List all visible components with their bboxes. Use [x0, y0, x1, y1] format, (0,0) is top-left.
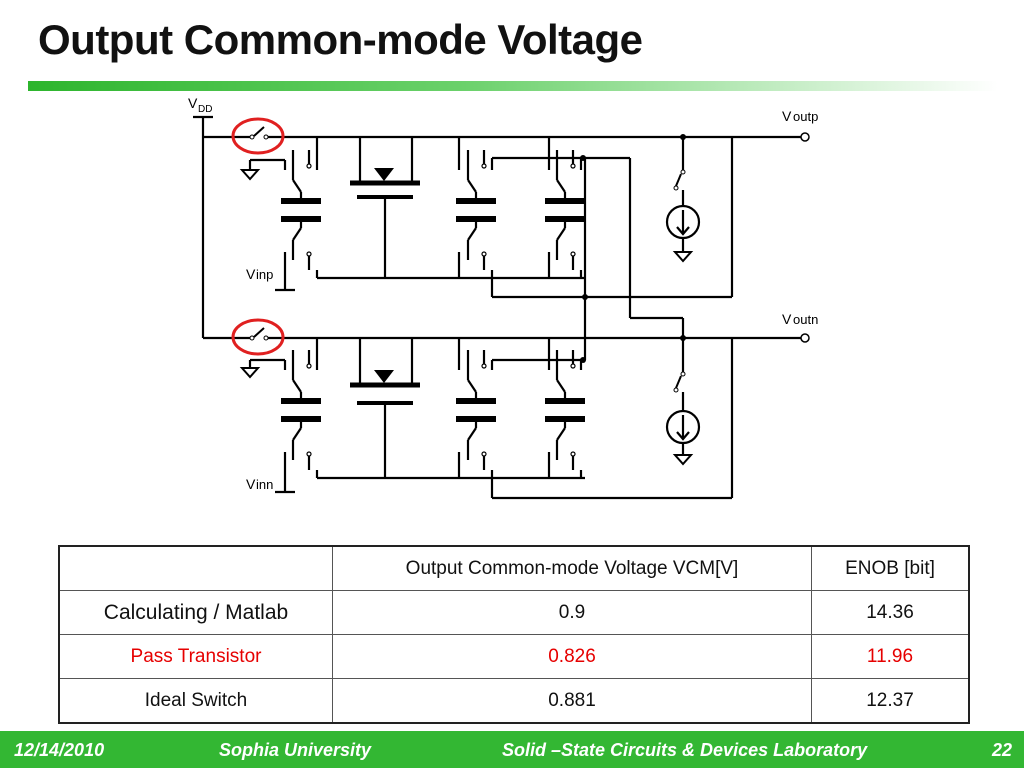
- row-label: Calculating / Matlab: [58, 590, 333, 635]
- voutp-label: V outp: [782, 108, 818, 124]
- vcm-value: 0.881: [332, 678, 812, 724]
- svg-text:inp: inp: [256, 267, 273, 282]
- table-header-row: Output Common-mode Voltage VCM[V] ENOB […: [58, 545, 970, 591]
- svg-text:V: V: [246, 476, 256, 492]
- table-header-vcm: Output Common-mode Voltage VCM[V]: [332, 545, 812, 591]
- svg-text:V: V: [246, 266, 256, 282]
- voutn-label: V outn: [782, 311, 818, 327]
- circuit-schematic: V DD V outp V inp: [188, 95, 818, 500]
- enob-value: 11.96: [811, 634, 970, 679]
- svg-text:inn: inn: [256, 477, 273, 492]
- vinp-label: V inp: [246, 266, 273, 282]
- svg-text:V: V: [188, 95, 198, 111]
- footer-page-number: 22: [992, 740, 1013, 760]
- svg-text:V: V: [782, 311, 792, 327]
- top-half-circuit: V outp V inp: [203, 108, 818, 338]
- table-header-empty: [58, 545, 333, 591]
- footer-date: 12/14/2010: [14, 740, 105, 760]
- footer-university: Sophia University: [219, 740, 372, 760]
- svg-text:outp: outp: [793, 109, 818, 124]
- row-label: Pass Transistor: [58, 634, 333, 679]
- svg-text:DD: DD: [198, 104, 212, 115]
- row-label: Ideal Switch: [58, 678, 333, 724]
- footer-lab: Solid –State Circuits & Devices Laborato…: [502, 740, 868, 760]
- highlight-circle-bottom: [231, 318, 285, 356]
- enob-value: 14.36: [811, 590, 970, 635]
- table-header-enob: ENOB [bit]: [811, 545, 970, 591]
- svg-text:V: V: [782, 108, 792, 124]
- title-underline: [28, 81, 998, 91]
- vcm-value: 0.9: [332, 590, 812, 635]
- vcm-value: 0.826: [332, 634, 812, 679]
- vdd-label: V DD: [188, 95, 212, 115]
- results-table: Output Common-mode Voltage VCM[V] ENOB […: [58, 545, 970, 724]
- slide-footer: 12/14/2010 Sophia University Solid –Stat…: [0, 731, 1024, 768]
- table-row: Ideal Switch 0.881 12.37: [58, 678, 970, 724]
- bottom-half-circuit: V outn V inn: [203, 158, 818, 500]
- highlight-circle-top: [231, 117, 285, 155]
- svg-text:outn: outn: [793, 312, 818, 327]
- table-row-highlighted: Pass Transistor 0.826 11.96: [58, 634, 970, 679]
- slide-title: Output Common-mode Voltage: [38, 16, 643, 63]
- table-row: Calculating / Matlab 0.9 14.36: [58, 590, 970, 635]
- vinn-label: V inn: [246, 476, 273, 492]
- enob-value: 12.37: [811, 678, 970, 724]
